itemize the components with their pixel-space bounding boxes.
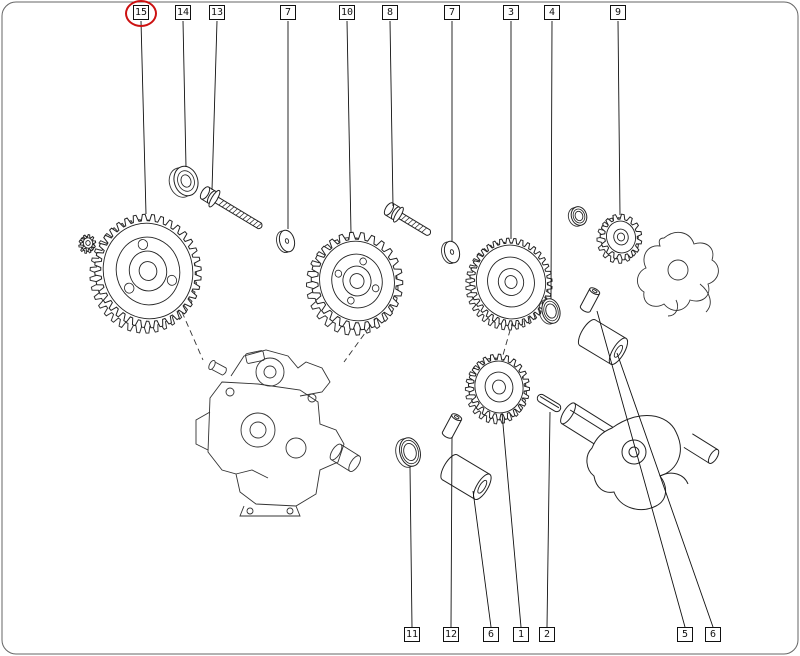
callout-6a[interactable]: 6 bbox=[483, 627, 499, 642]
gear-9 bbox=[596, 213, 643, 264]
callout-label: 10 bbox=[340, 6, 354, 18]
bushing-6-right bbox=[577, 319, 629, 365]
callout-11[interactable]: 11 bbox=[404, 627, 420, 642]
callout-2[interactable]: 2 bbox=[539, 627, 555, 642]
callout-label: 1 bbox=[517, 628, 525, 640]
callout-15[interactable]: 15 bbox=[133, 5, 149, 20]
callout-label: 13 bbox=[210, 6, 224, 18]
key-2 bbox=[536, 393, 562, 413]
callout-label: 6 bbox=[709, 628, 717, 640]
highlight-ring bbox=[125, 0, 157, 27]
callout-12[interactable]: 12 bbox=[443, 627, 459, 642]
seal-ring-4 bbox=[538, 298, 561, 325]
gear-cluster-sketch bbox=[637, 231, 719, 317]
callout-8[interactable]: 8 bbox=[382, 5, 398, 20]
callout-label: 7 bbox=[448, 6, 456, 18]
callout-label: 2 bbox=[543, 628, 551, 640]
pin-5 bbox=[579, 287, 601, 313]
washer-7a bbox=[276, 229, 296, 254]
injection-pump bbox=[195, 349, 361, 517]
callout-label: 8 bbox=[386, 6, 394, 18]
bearing-14 bbox=[168, 165, 199, 198]
gear-3 bbox=[465, 237, 553, 331]
callout-label: 6 bbox=[487, 628, 495, 640]
gear-1 bbox=[464, 353, 531, 425]
callout-label: 11 bbox=[405, 628, 419, 640]
bushing-6-left bbox=[440, 453, 492, 501]
washer-9a bbox=[567, 206, 588, 227]
crankshaft bbox=[560, 402, 720, 510]
callout-label: 12 bbox=[444, 628, 458, 640]
callout-7b[interactable]: 7 bbox=[444, 5, 460, 20]
callout-label: 14 bbox=[176, 6, 190, 18]
callout-1[interactable]: 1 bbox=[513, 627, 529, 642]
bolt-13 bbox=[199, 186, 263, 230]
callout-label: 5 bbox=[681, 628, 689, 640]
retaining-nut bbox=[78, 233, 97, 255]
callout-label: 3 bbox=[507, 6, 515, 18]
pin-12 bbox=[441, 413, 463, 439]
bolt-8 bbox=[383, 202, 432, 236]
callout-label: 9 bbox=[614, 6, 622, 18]
gear-15 bbox=[89, 213, 202, 334]
callout-7a[interactable]: 7 bbox=[280, 5, 296, 20]
callout-10[interactable]: 10 bbox=[339, 5, 355, 20]
callout-6b[interactable]: 6 bbox=[705, 627, 721, 642]
washer-11 bbox=[395, 437, 421, 468]
callout-label: 7 bbox=[284, 6, 292, 18]
washer-7b bbox=[441, 240, 461, 265]
assembly-dashed-lines bbox=[181, 311, 514, 363]
callout-14[interactable]: 14 bbox=[175, 5, 191, 20]
callout-leader-lines bbox=[140, 20, 714, 628]
callout-5[interactable]: 5 bbox=[677, 627, 693, 642]
callout-label: 15 bbox=[134, 6, 148, 18]
gear-10 bbox=[306, 231, 404, 336]
callout-3[interactable]: 3 bbox=[503, 5, 519, 20]
callout-4[interactable]: 4 bbox=[544, 5, 560, 20]
callout-13[interactable]: 13 bbox=[209, 5, 225, 20]
callout-9[interactable]: 9 bbox=[610, 5, 626, 20]
callout-label: 4 bbox=[548, 6, 556, 18]
